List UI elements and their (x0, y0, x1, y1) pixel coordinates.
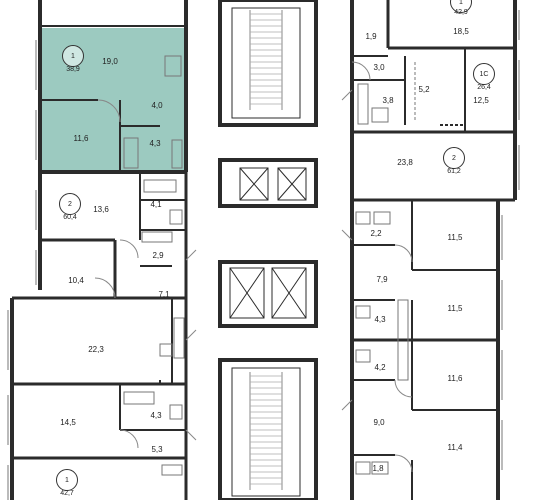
apartment-area: 61,2 (447, 168, 461, 175)
room-area-label: 12,5 (473, 96, 489, 105)
room-area-label: 5,2 (418, 85, 430, 94)
room-area-label: 4,2 (374, 363, 386, 372)
apartment-area: 42,9 (454, 9, 468, 16)
room-area-label: 2,9 (152, 251, 164, 260)
apartment-badge[interactable]: 1С (473, 63, 495, 85)
room-area-label: 4,3 (149, 139, 161, 148)
room-area-label: 11,4 (447, 443, 463, 452)
left-block-walls (10, 0, 188, 500)
apartment-area: 38,9 (66, 66, 80, 73)
room-area-label: 3,0 (373, 63, 385, 72)
room-area-label: 4,3 (150, 411, 162, 420)
central-core (218, 0, 318, 500)
room-area-label: 1,9 (365, 32, 377, 41)
room-area-label: 4,3 (374, 315, 386, 324)
room-area-label: 19,0 (102, 57, 118, 66)
stair-treads (250, 13, 282, 485)
room-area-label: 3,8 (382, 96, 394, 105)
apartment-area: 60,4 (63, 214, 77, 221)
apartment-area: 42,7 (60, 490, 74, 497)
room-area-label: 10,4 (68, 276, 84, 285)
room-area-label: 23,8 (397, 158, 413, 167)
left-doors (94, 99, 197, 449)
room-area-label: 11,5 (447, 304, 463, 313)
apartment-area: 26,4 (477, 84, 491, 91)
room-area-label: 7,1 (158, 290, 170, 299)
room-area-label: 11,6 (73, 134, 89, 143)
apartment-badge[interactable]: 2 (443, 147, 465, 169)
room-area-label: 18,5 (453, 27, 469, 36)
right-doors (341, 61, 413, 473)
room-area-label: 5,3 (151, 445, 163, 454)
left-windows (7, 40, 37, 500)
right-fixtures (355, 62, 416, 475)
room-area-label: 7,9 (376, 275, 388, 284)
apartment-badge[interactable]: 1 (56, 469, 78, 491)
room-area-label: 9,0 (373, 418, 385, 427)
room-area-label: 2,2 (370, 229, 382, 238)
room-area-label: 11,6 (447, 374, 463, 383)
room-area-label: 22,3 (88, 345, 104, 354)
right-block-walls (350, 0, 517, 500)
apartment-badge[interactable]: 1 (62, 45, 84, 67)
room-area-label: 4,0 (151, 101, 163, 110)
room-area-label: 11,5 (447, 233, 463, 242)
room-area-label: 14,5 (60, 418, 76, 427)
room-area-label: 1,8 (372, 464, 384, 473)
right-windows (501, 10, 520, 470)
apartment-badge[interactable]: 2 (59, 193, 81, 215)
room-area-label: 4,1 (150, 200, 162, 209)
left-fixtures (123, 55, 185, 476)
room-area-label: 13,6 (93, 205, 109, 214)
